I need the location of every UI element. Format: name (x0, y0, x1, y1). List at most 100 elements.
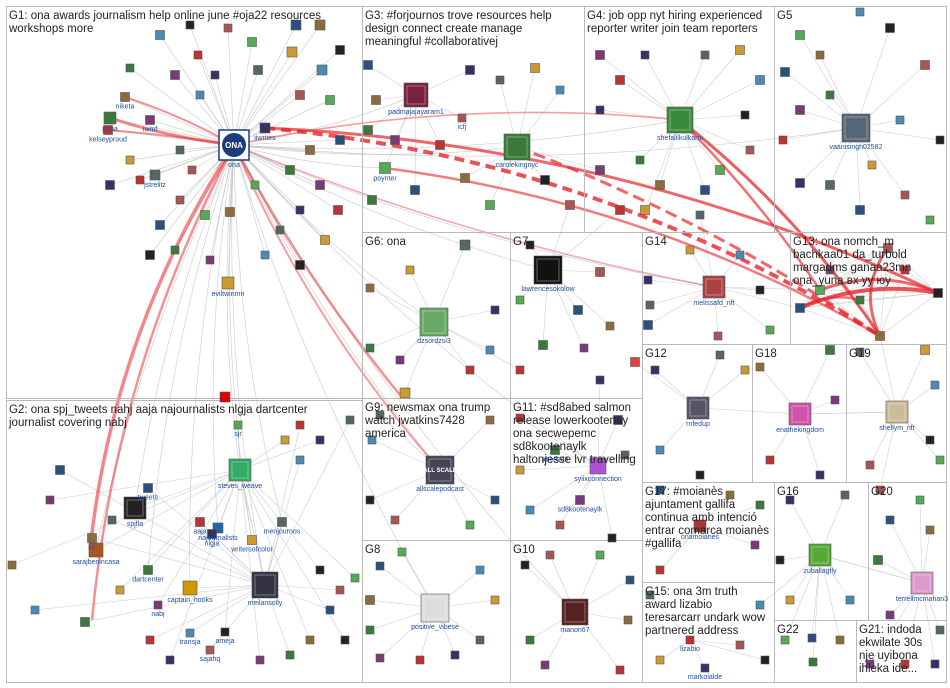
node-label-sd8kootenaylk: sd8kootenaylk (558, 507, 603, 514)
node-avatar-icon (685, 245, 695, 255)
node-avatar-icon (840, 490, 850, 500)
node-avatar-icon (885, 610, 895, 620)
group-title-g13: ona_yuna вх уу юу (793, 275, 891, 287)
node-avatar-icon (193, 50, 203, 60)
node-avatar-icon (295, 455, 305, 465)
allscale-logo-text: ALL SCALE (423, 468, 457, 474)
group-title-g3: meaningful #collaborativej (365, 36, 498, 48)
node-label-aaja: aaja (193, 529, 206, 536)
edge-gray (189, 24, 235, 146)
edge-gray (109, 117, 235, 146)
node-avatar-icon (640, 205, 650, 215)
node-label-niketa: niketa (116, 104, 135, 111)
node-avatar-icon (350, 573, 360, 583)
node-avatar-icon (371, 95, 381, 105)
node-avatar-icon (595, 165, 605, 175)
edge-gray (599, 109, 681, 121)
node-avatar-icon (785, 595, 795, 605)
node-avatar-icon (515, 365, 525, 375)
node-avatar-icon (895, 115, 905, 125)
node-label-onamoianes: onamoianes (681, 534, 720, 541)
node-label-zuballagfly: zuballagfly (803, 568, 837, 575)
node-avatar-icon (643, 275, 653, 285)
edge-gray (239, 469, 356, 579)
node-avatar-inner (888, 403, 906, 421)
edge-gray (879, 292, 939, 337)
node-avatar-icon (693, 519, 707, 533)
node-avatar-icon (155, 30, 165, 40)
node-avatar-icon (755, 75, 765, 85)
edge-gray (84, 584, 266, 623)
edge-gray (784, 554, 821, 641)
node-avatar-icon (760, 655, 770, 665)
edge-gray (212, 144, 235, 529)
node-avatar-icon (175, 145, 185, 155)
node-avatar-icon (251, 571, 279, 599)
node-avatar-icon (835, 635, 845, 645)
group-title-g15: teresarcarr undark wow (645, 612, 766, 624)
node-avatar-icon (613, 415, 623, 425)
node-avatar-icon (485, 200, 495, 210)
node-avatar-icon (314, 19, 326, 31)
node-avatar-icon (925, 435, 935, 445)
node-label-jstrelitz: jstrelitz (143, 182, 166, 189)
node-avatar-icon (935, 135, 945, 145)
node-avatar-inner (811, 546, 829, 564)
node-avatar-icon (335, 135, 345, 145)
node-label-ona: ona (228, 162, 240, 169)
node-avatar-icon (875, 331, 885, 341)
node-avatar-icon (277, 517, 287, 527)
node-avatar-icon (785, 495, 795, 505)
edge-gray (233, 144, 339, 211)
node-avatar-icon (335, 585, 345, 595)
node-label-vaanisingh02582: vaanisingh02582 (830, 144, 883, 151)
edge-gray (689, 639, 766, 661)
node-avatar-icon (170, 245, 180, 255)
group-title-g15: award lizabio (645, 599, 712, 611)
node-avatar-icon (875, 485, 885, 495)
node-avatar-icon (403, 82, 429, 108)
node-avatar-icon (88, 542, 104, 558)
node-avatar-icon (155, 220, 165, 230)
node-label-carolekingnyc: carolekingnyc (496, 162, 539, 169)
node-label-positive_vibese: positive_vibese (411, 624, 459, 631)
node-avatar-icon (450, 650, 460, 660)
edge-gray (227, 27, 235, 146)
node-label-eviltwinmn: eviltwinmn (212, 291, 245, 298)
edge-gray (233, 24, 321, 146)
node-avatar-icon (538, 340, 548, 350)
node-avatar-icon (503, 133, 531, 161)
edge-gray (239, 439, 321, 471)
node-avatar-icon (620, 450, 630, 460)
node-avatar-icon (595, 267, 605, 277)
node-label-dartcenter: dartcenter (132, 577, 164, 584)
node-avatar-icon (103, 111, 117, 125)
edge-gray (239, 469, 266, 586)
node-avatar-icon (900, 190, 910, 200)
node-label-spjfla: spjfla (127, 521, 143, 528)
edge-gray (233, 41, 253, 146)
edge-gray (147, 144, 235, 571)
node-avatar-icon (253, 65, 263, 75)
node-avatar-icon (410, 185, 420, 195)
node-avatar-icon (930, 659, 940, 669)
node-avatar-icon (795, 105, 805, 115)
node-avatar-icon (390, 135, 400, 145)
group-title-g21: ekwilate 30s (859, 637, 923, 649)
edge-gray (229, 144, 253, 541)
node-avatar-icon (247, 37, 257, 47)
edge-gray (129, 67, 235, 146)
node-avatar-icon (485, 415, 495, 425)
edge-gray (233, 144, 441, 471)
edge-gray (689, 639, 741, 646)
edge-gray (169, 469, 241, 661)
node-avatar-icon (495, 75, 505, 85)
node-avatar-icon (153, 600, 163, 610)
node-avatar-icon (755, 362, 765, 372)
node-avatar-icon (595, 50, 605, 60)
group-title-g17: continua amb intenció (645, 512, 757, 524)
node-avatar-icon (807, 633, 817, 643)
edge-gray (859, 292, 939, 301)
